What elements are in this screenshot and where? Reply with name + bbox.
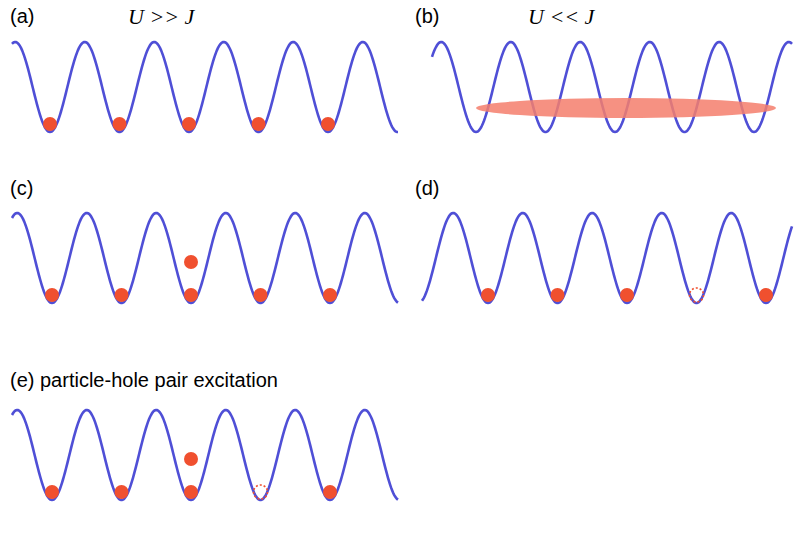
atom-dot xyxy=(45,288,59,302)
atom-dot xyxy=(759,288,773,302)
panel-label: (b) xyxy=(415,4,439,28)
atom-dot xyxy=(321,117,335,131)
atom-dot xyxy=(323,288,337,302)
atom-dot xyxy=(113,117,127,131)
regime-label: U << J xyxy=(528,4,594,30)
hole-marker xyxy=(690,288,704,302)
panel-label: (a) xyxy=(10,4,34,28)
atom-dot xyxy=(115,288,129,302)
panel-label: (d) xyxy=(415,176,439,200)
atom-dot xyxy=(115,485,129,499)
atom-dot xyxy=(252,117,266,131)
atom-dot xyxy=(184,288,198,302)
atom-dot xyxy=(254,288,268,302)
regime-label: U >> J xyxy=(128,4,194,30)
hole-marker xyxy=(254,485,268,499)
atom-dot xyxy=(184,452,198,466)
atom-dot xyxy=(184,255,198,269)
atom-dot xyxy=(184,485,198,499)
atom-dot xyxy=(323,485,337,499)
atom-dot xyxy=(481,288,495,302)
lattice-potential xyxy=(422,213,792,303)
panel-label: (e) particle-hole pair excitation xyxy=(10,368,278,392)
atom-dot xyxy=(43,117,57,131)
lattice-potential xyxy=(12,42,398,132)
atom-dot xyxy=(620,288,634,302)
lattice-potential xyxy=(12,410,398,500)
atom-dot xyxy=(45,485,59,499)
lattice-potential xyxy=(12,213,398,303)
atom-dot xyxy=(182,117,196,131)
panel-label: (c) xyxy=(10,176,33,200)
lattice-potential xyxy=(432,42,792,132)
atom-dot xyxy=(551,288,565,302)
condensate-cloud xyxy=(476,98,776,118)
